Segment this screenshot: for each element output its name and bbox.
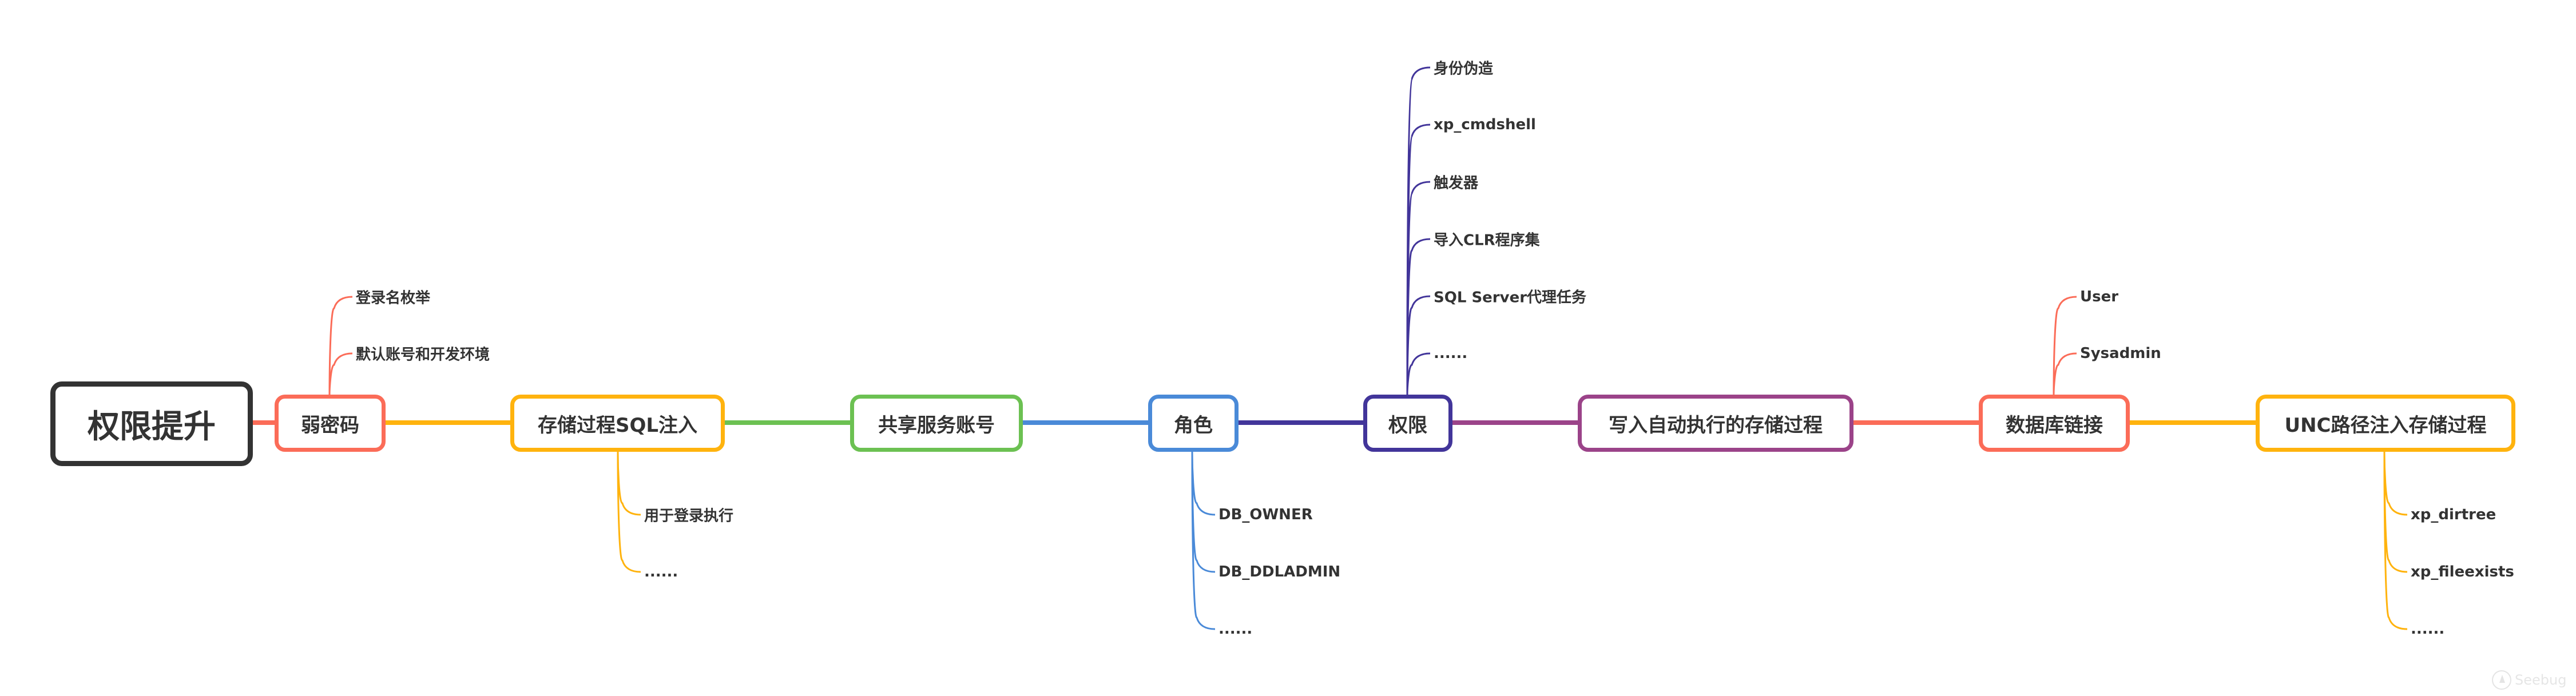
branch-node-role[interactable]: 角色 bbox=[1148, 395, 1239, 452]
leaf-import-clr-assembly[interactable]: 导入CLR程序集 bbox=[1434, 232, 1540, 249]
branch-node-label: 弱密码 bbox=[301, 413, 359, 437]
leaf-more[interactable]: ...... bbox=[1434, 345, 1468, 362]
leaf-sql-server-agent-job[interactable]: SQL Server代理任务 bbox=[1434, 289, 1587, 307]
leaf-connector bbox=[328, 352, 353, 395]
leaf-more[interactable]: ...... bbox=[2411, 621, 2445, 638]
leaf-connector bbox=[1406, 238, 1431, 395]
root-node[interactable]: 权限提升 bbox=[50, 381, 253, 466]
branch-node-label: 存储过程SQL注入 bbox=[537, 413, 698, 437]
leaf-db-ddladmin[interactable]: DB_DDLADMIN bbox=[1218, 563, 1341, 580]
leaf-connector bbox=[328, 296, 353, 395]
branch-node-label: 共享服务账号 bbox=[878, 413, 995, 437]
leaf-xp-fileexists[interactable]: xp_fileexists bbox=[2411, 563, 2514, 580]
branch-node-weak-password[interactable]: 弱密码 bbox=[275, 395, 386, 452]
branch-node-shared-service-account[interactable]: 共享服务账号 bbox=[850, 395, 1023, 452]
branch-node-unc-path-sp[interactable]: UNC路径注入存储过程 bbox=[2256, 395, 2515, 452]
leaf-connector bbox=[2053, 352, 2077, 395]
leaf-more[interactable]: ...... bbox=[1218, 621, 1253, 638]
leaf-impersonation[interactable]: 身份伪造 bbox=[1434, 60, 1494, 78]
leaf-connector bbox=[1406, 66, 1431, 395]
seebug-watermark: Seebug bbox=[2492, 670, 2566, 690]
branch-node-permission[interactable]: 权限 bbox=[1363, 395, 1452, 452]
branch-node-label: 写入自动执行的存储过程 bbox=[1609, 413, 1823, 437]
leaf-sysadmin[interactable]: Sysadmin bbox=[2080, 345, 2161, 362]
leaf-connector bbox=[1406, 295, 1431, 395]
branch-node-sp-sql-injection[interactable]: 存储过程SQL注入 bbox=[510, 395, 725, 452]
leaf-default-accounts[interactable]: 默认账号和开发环境 bbox=[356, 346, 490, 364]
branch-node-label: UNC路径注入存储过程 bbox=[2284, 413, 2487, 437]
root-node-label: 权限提升 bbox=[88, 408, 216, 446]
leaf-user[interactable]: User bbox=[2080, 288, 2119, 305]
leaf-login-execution[interactable]: 用于登录执行 bbox=[644, 507, 734, 525]
branch-node-db-link[interactable]: 数据库链接 bbox=[1979, 395, 2130, 452]
branch-node-label: 数据库链接 bbox=[2006, 413, 2103, 437]
leaf-connector bbox=[1191, 451, 1216, 630]
leaf-connector bbox=[2053, 296, 2077, 395]
branch-node-autoexec-sp[interactable]: 写入自动执行的存储过程 bbox=[1578, 395, 1853, 452]
branch-node-label: 角色 bbox=[1174, 413, 1213, 437]
leaf-connector bbox=[1406, 352, 1431, 395]
leaf-connector bbox=[1406, 181, 1431, 395]
leaf-connector bbox=[617, 451, 641, 516]
watermark-label: Seebug bbox=[2515, 672, 2567, 688]
leaf-xp-cmdshell[interactable]: xp_cmdshell bbox=[1434, 116, 1536, 133]
leaf-connector bbox=[1191, 451, 1216, 516]
leaf-trigger[interactable]: 触发器 bbox=[1434, 174, 1479, 192]
leaf-xp-dirtree[interactable]: xp_dirtree bbox=[2411, 506, 2496, 523]
leaf-db-owner[interactable]: DB_OWNER bbox=[1218, 506, 1313, 523]
leaf-connector bbox=[617, 451, 641, 573]
leaf-more[interactable]: ...... bbox=[644, 563, 678, 580]
leaf-login-enumeration[interactable]: 登录名枚举 bbox=[356, 289, 431, 307]
leaf-connector bbox=[2383, 451, 2408, 516]
leaf-connector bbox=[2383, 451, 2408, 630]
seebug-logo-icon bbox=[2492, 670, 2511, 690]
branch-node-label: 权限 bbox=[1388, 413, 1427, 437]
